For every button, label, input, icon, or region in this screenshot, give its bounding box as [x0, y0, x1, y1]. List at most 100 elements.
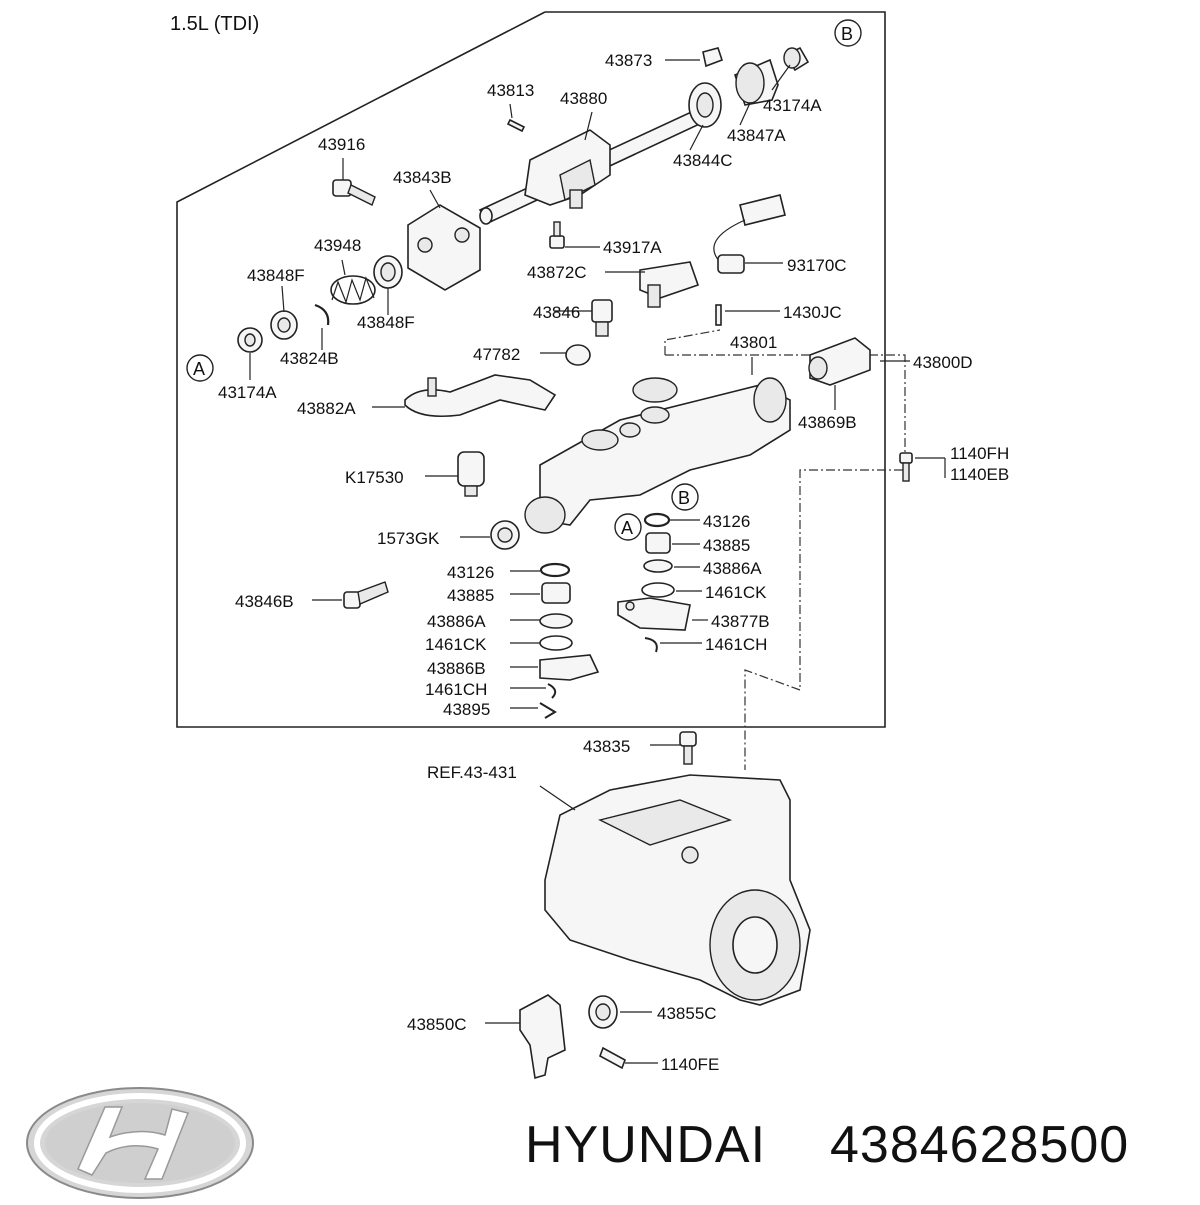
part-label-1461ch: 1461CH: [705, 635, 767, 654]
clip-1461CH-right: [644, 637, 658, 653]
leader-line-pREF: [539, 785, 576, 811]
leader-line-p43844C: [689, 124, 704, 151]
part-label-43895: 43895: [443, 700, 490, 719]
leader-line-p43880: [584, 111, 593, 141]
lever-43872C: [639, 261, 700, 308]
bushing-43848F-left: [270, 310, 298, 340]
leader-lines: [249, 59, 946, 1064]
callout-b-mid: B: [671, 483, 699, 511]
part-label-47782: 47782: [473, 345, 520, 364]
part-label-43800d: 43800D: [913, 353, 973, 372]
leader-line-p43847A: [739, 102, 751, 126]
part-label-43880: 43880: [560, 89, 607, 108]
callout-a-mid: A: [614, 513, 642, 541]
part-label-43885: 43885: [447, 586, 494, 605]
snap-ring-43824B: [314, 303, 330, 326]
part-label-1140eb: 1140EB: [950, 465, 1009, 484]
clip-43895: [539, 702, 557, 719]
bracket-43843B: [407, 204, 481, 291]
subassembly-boundary: [665, 354, 906, 770]
lever-43877B: [617, 597, 691, 631]
bolt-43835: [679, 731, 697, 765]
part-label-1461ck: 1461CK: [425, 635, 487, 654]
part-label-43126: 43126: [447, 563, 494, 582]
ring-43126-right: [643, 512, 671, 528]
spring-43948: [330, 275, 376, 305]
plug-43846: [591, 299, 613, 337]
part-label-1140fe: 1140FE: [661, 1055, 719, 1074]
part-label-43886a: 43886A: [427, 612, 486, 631]
part-label-1573gk: 1573GK: [377, 529, 440, 548]
washer-43886A-right: [643, 559, 673, 573]
brand-name: HYUNDAI: [525, 1116, 766, 1174]
bolt-1140FH: [899, 452, 913, 482]
part-label-43843b: 43843B: [393, 168, 452, 187]
part-label-43174a: 43174A: [763, 96, 822, 115]
bolt-43917A: [549, 221, 565, 249]
leader-line-p43174A_top: [771, 64, 791, 91]
part-label-43869b: 43869B: [798, 413, 857, 432]
seal-43844C: [688, 82, 722, 128]
part-label-43916: 43916: [318, 135, 365, 154]
part-label-1140fh: 1140FH: [950, 444, 1009, 463]
part-label-1461ck: 1461CK: [705, 583, 767, 602]
bearing-43885-right: [645, 532, 671, 554]
part-label-43174a: 43174A: [218, 383, 277, 402]
svg-text:A: A: [621, 518, 633, 538]
clip-1461CH-left: [547, 683, 557, 699]
shift-lever-43880: [524, 129, 611, 209]
diagram-frame: [176, 11, 886, 728]
part-label-43813: 43813: [487, 81, 534, 100]
svg-text:B: B: [841, 24, 853, 44]
leader-line-p43843B: [429, 189, 441, 209]
bolt-43916: [332, 179, 376, 206]
transmission-case: [544, 774, 811, 1006]
callout-b-top: B: [834, 19, 862, 47]
hyundai-logo: [26, 1087, 254, 1199]
callout-a-left: A: [186, 354, 214, 382]
part-label-ref-43-431: REF.43-431: [427, 763, 517, 782]
part-label-43886a: 43886A: [703, 559, 762, 578]
part-label-43835: 43835: [583, 737, 630, 756]
bolt-1140FE: [599, 1046, 626, 1070]
leader-line-p43813: [509, 103, 513, 119]
shift-housing-43800D: [524, 377, 791, 534]
bushing-43174A-left: [237, 327, 263, 353]
part-label-43846b: 43846B: [235, 592, 294, 611]
ring-1461CK-right: [641, 582, 675, 598]
ring-1461CK-left: [539, 635, 573, 651]
svg-text:B: B: [678, 488, 690, 508]
svg-text:A: A: [193, 359, 205, 379]
part-label-43848f: 43848F: [357, 313, 415, 332]
clip-43873: [702, 47, 724, 68]
seal-43855C: [588, 995, 618, 1029]
leader-line-p43948: [341, 259, 346, 276]
plug-K17530: [457, 451, 485, 497]
part-label-k17530: K17530: [345, 468, 404, 487]
part-label-1430jc: 1430JC: [783, 303, 842, 322]
part-label-43844c: 43844C: [673, 151, 733, 170]
part-label-43855c: 43855C: [657, 1004, 717, 1023]
part-label-1461ch: 1461CH: [425, 680, 487, 699]
part-label-43801: 43801: [730, 333, 777, 352]
part-label-43886b: 43886B: [427, 659, 486, 678]
variant-title: 1.5L (TDI): [170, 13, 259, 35]
part-number: 4384628500: [830, 1116, 1129, 1174]
leader-line-p43848F_a: [281, 285, 285, 313]
washer-43886A-left: [539, 613, 573, 629]
part-label-43848f: 43848F: [247, 266, 305, 285]
bracket-43850C: [519, 994, 566, 1080]
part-label-43885: 43885: [703, 536, 750, 555]
sensor-93170C: [713, 194, 786, 274]
sensor-43869B: [808, 337, 871, 386]
part-label-43846: 43846: [533, 303, 580, 322]
bolt-43846B: [343, 581, 389, 609]
pin-1430JC: [715, 304, 722, 326]
boot-43847A: [734, 58, 779, 106]
bearing-43886B: [539, 654, 600, 681]
part-label-43850c: 43850C: [407, 1015, 467, 1034]
part-label-43824b: 43824B: [280, 349, 339, 368]
